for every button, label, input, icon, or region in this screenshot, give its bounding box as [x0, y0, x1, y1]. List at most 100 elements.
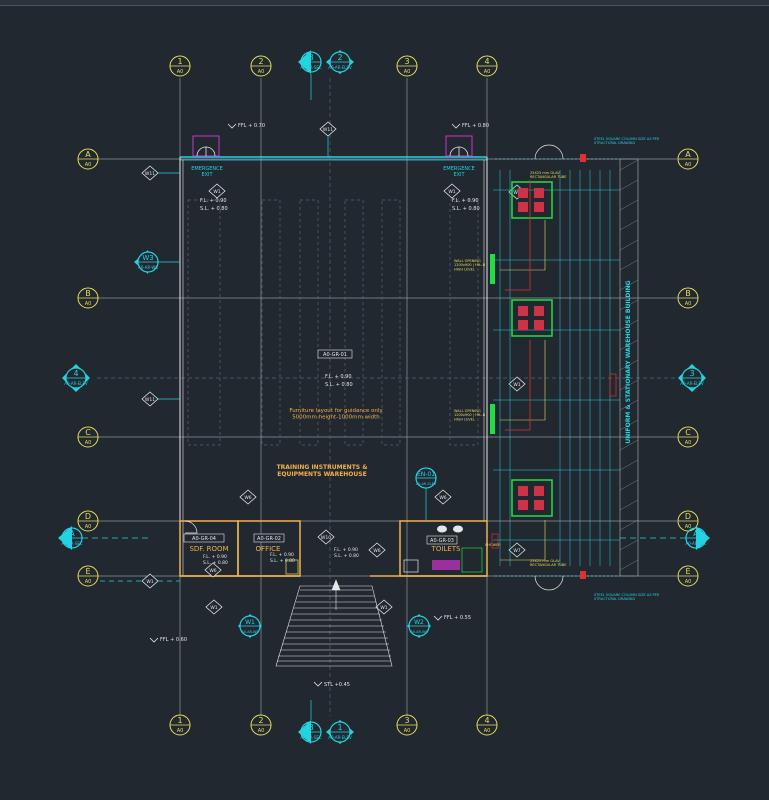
grid-letter: E: [685, 567, 690, 576]
grid-bubble-left-E: E A0: [77, 565, 99, 587]
furniture-racks: [187, 199, 479, 446]
section-letter: A: [69, 529, 75, 538]
wall-section-ref: A0-AR-WS: [138, 265, 158, 270]
grid-ref: A0: [685, 162, 692, 168]
wall-tag: W6: [209, 568, 216, 574]
en-tag: EN-01 A0-AR-ELEV: [415, 467, 437, 521]
grid-number: 2: [258, 57, 263, 66]
wall-tag-w1-left-top: W1: [208, 183, 226, 199]
wall-tag: W11: [145, 397, 155, 403]
wall-tag-w6-d: W6: [368, 542, 386, 558]
en-tag-ref: A0-AR-ELEV: [416, 482, 437, 486]
wall-tag-w11-top: W11: [319, 121, 337, 157]
room-name: OFFICE: [256, 545, 281, 553]
wall-tag: W6: [439, 495, 446, 501]
level-text: FFL + 0.60: [160, 637, 187, 643]
grid-bubble-left-D: D A0: [77, 510, 99, 532]
wall-tag-w1-right-top: W1: [443, 183, 461, 199]
level-text: FFL + 0.55: [444, 615, 471, 621]
elevation-ref: A0-AR-ELEV: [64, 381, 88, 386]
grid-ref: A0: [258, 69, 265, 75]
level-text: S.L. + 0.80: [325, 382, 353, 388]
grid-letter: A: [85, 150, 91, 159]
grid-ref: A0: [685, 579, 692, 585]
shower-label: SHOWER: [485, 543, 501, 547]
level-text: S.L. + 0.80: [203, 560, 228, 566]
annex-door-top: [534, 144, 564, 160]
grid-ref: A0: [85, 440, 92, 446]
annex-door-bottom: [534, 575, 564, 591]
wall-tag-w1-b2: W1: [375, 599, 393, 615]
wall-tag: W1: [210, 605, 217, 611]
room-tag-text: A0-GR-04: [192, 536, 216, 542]
elevation-ref: A0-AR-ELEV: [680, 381, 704, 386]
elevation-number: 2: [337, 53, 342, 62]
grid-ref: A0: [685, 440, 692, 446]
grid-bubble-left-C: C A0: [77, 426, 99, 448]
level-tag-fl-sl-entry: F.L. + 0.90 S.L. + 0.80: [334, 547, 359, 559]
grid-bubble-top-1: 1 A0: [169, 55, 191, 77]
grid-bubble-right-A: A A0: [677, 148, 699, 170]
wall-section-marker-w1: W1 A0-AR-WS: [238, 614, 262, 638]
grid-number: 1: [177, 57, 182, 66]
level-text: F.L. + 0.90: [200, 198, 227, 204]
room-tag-main: A0-GR-01: [317, 349, 353, 359]
grid-letter: B: [685, 289, 691, 298]
wall-tag: W11: [323, 127, 333, 133]
section-ref: A0-AR-SEC: [61, 541, 83, 546]
room-name: SDF. ROOM: [189, 545, 228, 553]
elevation-ref: A0-AR-ELEV: [328, 65, 352, 70]
level-text: F.L. + 0.90: [334, 547, 358, 553]
wall-tag-w1-b1: W1: [205, 599, 223, 615]
elevation-number: 1: [337, 723, 342, 732]
section-ref: A0-AR-SEC: [685, 541, 707, 546]
warehouse-name: TRAINING INSTRUMENTS &EQUIPMENTS WAREHOU…: [277, 464, 368, 478]
grid-letter: C: [85, 428, 91, 437]
wall-tag-w11-mid: W11: [141, 391, 180, 407]
grid-ref: A0: [484, 728, 491, 734]
level-tag-fl-sl-center: F.L. + 0.90 S.L. + 0.80: [325, 374, 353, 388]
level-tag-ffl-060: FFL + 0.60: [149, 637, 187, 643]
grid-ref: A0: [404, 728, 411, 734]
level-tag-ffl-070: FFL + 0.70: [227, 123, 265, 129]
section-letter: A: [693, 529, 699, 538]
wall-tag: W1: [213, 189, 220, 195]
wall-tag-w1-sill: W1: [141, 573, 159, 589]
grid-ref: A0: [685, 301, 692, 307]
wall-section-marker-w2: W2 A0-AR-WS: [407, 614, 431, 638]
wall-section-label: W3: [142, 254, 153, 262]
grid-ref: A0: [177, 728, 184, 734]
level-text: F.L. + 0.90: [452, 198, 479, 204]
level-text: F.L. + 0.90: [325, 374, 352, 380]
grid-bubble-left-B: B A0: [77, 287, 99, 309]
floor-plan-drawing: 1 A0 2 A0 3 A0 4 A0 1 A0 2 A0 3 A0: [58, 50, 710, 744]
level-text: F.L. + 0.90: [270, 552, 294, 558]
section-ref: A0-AR-SEC: [300, 65, 322, 70]
grid-ref: A0: [85, 524, 92, 530]
section-marker-top-b: B A0-AR-SEC: [298, 50, 322, 100]
wall-tag: W6: [373, 548, 380, 554]
wall-tag: W1: [513, 190, 520, 196]
elevation-number: 4: [73, 369, 78, 378]
elevation-marker-top-2: 2 A0-AR-ELEV: [326, 50, 354, 74]
grid-number: 3: [404, 716, 409, 725]
elevation-marker-bottom-1: 1 A0-AR-ELEV: [326, 720, 354, 744]
grid-bubble-bottom-3: 3 A0: [396, 714, 418, 736]
wall-section-ref: A0-AR-WS: [410, 630, 428, 634]
grid-ref: A0: [258, 728, 265, 734]
level-text: STL +0.45: [324, 682, 350, 688]
elevation-ref: A0-AR-ELEV: [328, 735, 352, 740]
wall-tag-w6-b: W6: [434, 489, 452, 505]
grid-number: 4: [484, 716, 489, 725]
level-text: S.L. + 0.80: [270, 558, 295, 564]
grid-bubble-bottom-2: 2 A0: [250, 714, 272, 736]
grid-bubble-right-E: E A0: [677, 565, 699, 587]
level-text: S.L. + 0.80: [200, 206, 228, 212]
